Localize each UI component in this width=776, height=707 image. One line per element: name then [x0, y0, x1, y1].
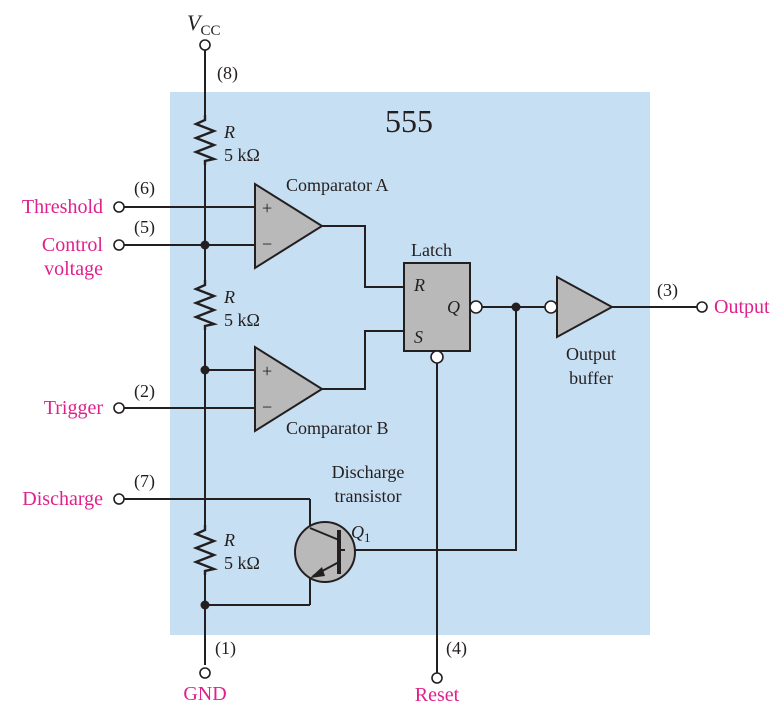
discharge-transistor-label-line2: transistor — [335, 486, 402, 506]
output-terminal — [696, 301, 708, 313]
discharge-transistor — [294, 521, 356, 583]
discharge-transistor-symbol: Q1 — [351, 522, 371, 545]
discharge-pin-number: (7) — [134, 471, 155, 492]
vcc-pin-number: (8) — [217, 63, 238, 84]
resistor-middle-symbol: R — [223, 287, 235, 307]
discharge-transistor-label-line1: Discharge — [332, 462, 405, 482]
resistor-bottom — [192, 525, 219, 575]
gnd-terminal — [199, 667, 211, 679]
junction-trigger-ref — [200, 365, 210, 375]
latch-reset-bubble — [430, 350, 444, 364]
output-buffer — [556, 275, 615, 339]
resistor-bottom-value: 5 kΩ — [224, 553, 260, 573]
trigger-label: Trigger — [44, 397, 104, 419]
latch-q-bubble — [469, 300, 483, 314]
vcc-label: VCC — [187, 10, 220, 39]
control-label-line2: voltage — [44, 258, 103, 280]
threshold-label: Threshold — [22, 196, 103, 218]
input-wires — [124, 206, 311, 606]
comparator-to-latch-wires — [322, 225, 404, 390]
comparator-a-label: Comparator A — [286, 175, 388, 195]
comparator-b-label: Comparator B — [286, 418, 388, 438]
resistor-middle — [192, 280, 219, 330]
control-label-line1: Control — [42, 234, 104, 256]
comparator-a-plus: + — [262, 198, 272, 218]
transistor-symbol — [309, 527, 345, 578]
threshold-terminal — [113, 201, 125, 213]
junction-ground — [200, 600, 210, 610]
chip-body — [170, 92, 650, 635]
junction-control — [200, 240, 210, 250]
latch-r: R — [413, 275, 425, 295]
control-terminal — [113, 239, 125, 251]
output-buffer-bubble — [544, 300, 558, 314]
discharge-label: Discharge — [22, 488, 103, 510]
comparator-b-minus: − — [262, 397, 272, 417]
reset-pin-number: (4) — [446, 638, 467, 659]
comparator-b-plus: + — [262, 361, 272, 381]
trigger-pin-number: (2) — [134, 381, 155, 402]
gnd-pin-number: (1) — [215, 638, 236, 659]
comparator-b — [254, 345, 324, 433]
reset-terminal — [431, 672, 443, 684]
gnd-label: GND — [183, 683, 226, 705]
discharge-terminal — [113, 493, 125, 505]
comparator-a-minus: − — [262, 234, 272, 254]
chip-name: 555 — [385, 103, 433, 139]
resistor-top-value: 5 kΩ — [224, 145, 260, 165]
output-label: Output — [714, 296, 770, 318]
control-pin-number: (5) — [134, 217, 155, 238]
trigger-terminal — [113, 402, 125, 414]
q-output-wires — [345, 306, 545, 673]
resistor-middle-value: 5 kΩ — [224, 310, 260, 330]
resistor-top-symbol: R — [223, 122, 235, 142]
vcc-terminal — [199, 39, 211, 51]
comparator-a — [254, 182, 324, 270]
reset-label: Reset — [415, 684, 460, 706]
output-buffer-label-line2: buffer — [569, 368, 613, 388]
threshold-pin-number: (6) — [134, 178, 155, 199]
resistor-bottom-symbol: R — [223, 530, 235, 550]
output-pin-number: (3) — [657, 280, 678, 301]
latch-label: Latch — [411, 240, 452, 260]
output-buffer-label-line1: Output — [566, 344, 616, 364]
latch-q: Q — [447, 297, 460, 317]
latch-s: S — [414, 327, 423, 347]
resistor-top — [192, 115, 219, 165]
latch — [403, 262, 471, 352]
